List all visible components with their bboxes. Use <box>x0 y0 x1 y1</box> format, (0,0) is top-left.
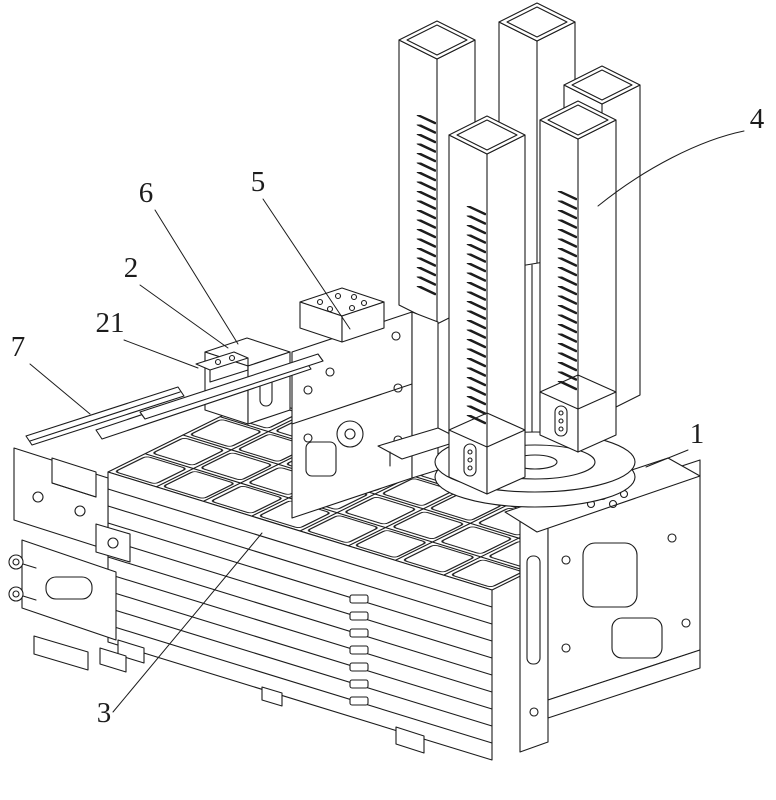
feeder-tube-front-center <box>448 115 526 495</box>
callout-label-7: 7 <box>11 331 26 363</box>
callout-leader-2 <box>139 284 229 349</box>
tray-layers <box>107 471 493 761</box>
callout-label-4: 4 <box>750 103 765 135</box>
callout-label-21: 21 <box>96 307 125 339</box>
end-clamp-assembly <box>8 386 185 673</box>
callout-leader-5 <box>262 198 351 330</box>
bridge-assembly <box>291 287 463 519</box>
callout-label-3: 3 <box>97 697 112 729</box>
callout-leader-6 <box>154 209 239 345</box>
callout-label-5: 5 <box>251 166 266 198</box>
callout-label-1: 1 <box>690 418 705 450</box>
callout-leader-4 <box>597 130 745 207</box>
callouts: 4 6 5 2 21 7 1 3 <box>11 103 765 729</box>
callout-label-2: 2 <box>124 252 139 284</box>
callout-leader-1 <box>645 449 689 468</box>
callout-leader-21 <box>123 339 199 369</box>
guide-rails <box>95 351 324 440</box>
callout-leader-3 <box>112 532 263 713</box>
feeder-tube-front-right <box>539 100 617 453</box>
callout-label-6: 6 <box>139 177 154 209</box>
callout-leader-7 <box>29 363 91 415</box>
